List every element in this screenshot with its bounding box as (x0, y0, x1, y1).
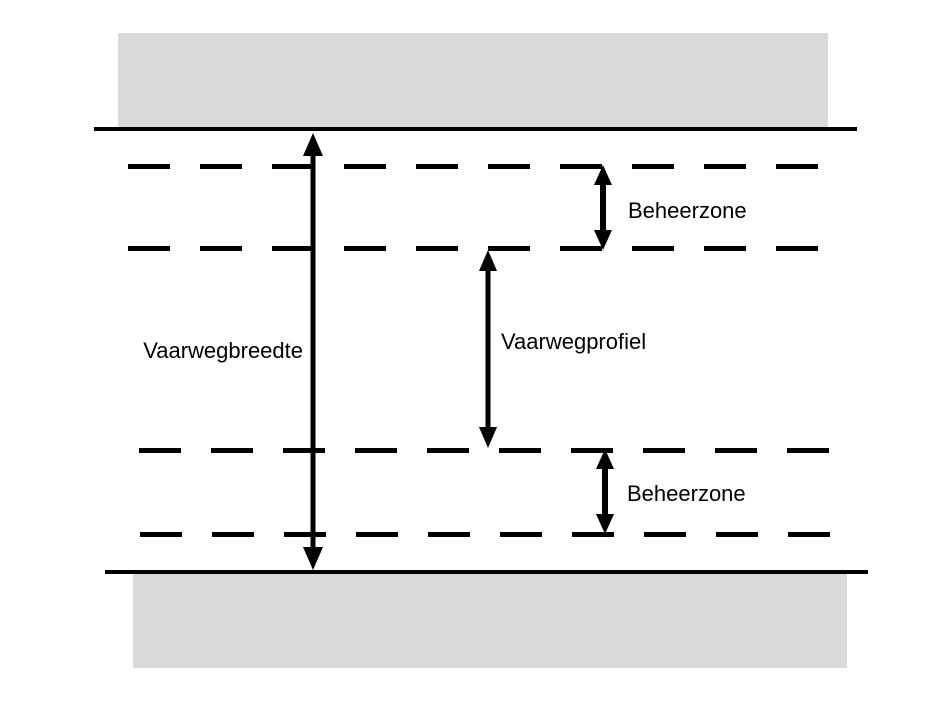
upper-beheerzone-outer-dashed-line (128, 164, 820, 169)
top-bank-area (118, 33, 828, 128)
lower-beheerzone-inner-dashed-line (139, 448, 832, 453)
beheerzone-bottom-label: Beheerzone (627, 481, 746, 506)
upper-beheerzone-inner-dashed-line (128, 246, 820, 251)
beheerzone-top-label: Beheerzone (628, 198, 747, 223)
top-waterway-edge-line (94, 127, 857, 131)
waterway-width-double-arrow-icon (303, 133, 323, 570)
bottom-waterway-edge-line (105, 570, 868, 574)
beheerzone-bottom-double-arrow-icon (596, 449, 614, 534)
bottom-bank-area (133, 574, 847, 668)
waterway-width-label: Vaarwegbreedte (143, 338, 303, 363)
beheerzone-top-double-arrow-icon (594, 165, 612, 250)
lower-beheerzone-outer-dashed-line (140, 532, 832, 537)
waterway-profile-double-arrow-icon (479, 250, 497, 448)
waterway-profile-label: Vaarwegprofiel (501, 329, 647, 354)
